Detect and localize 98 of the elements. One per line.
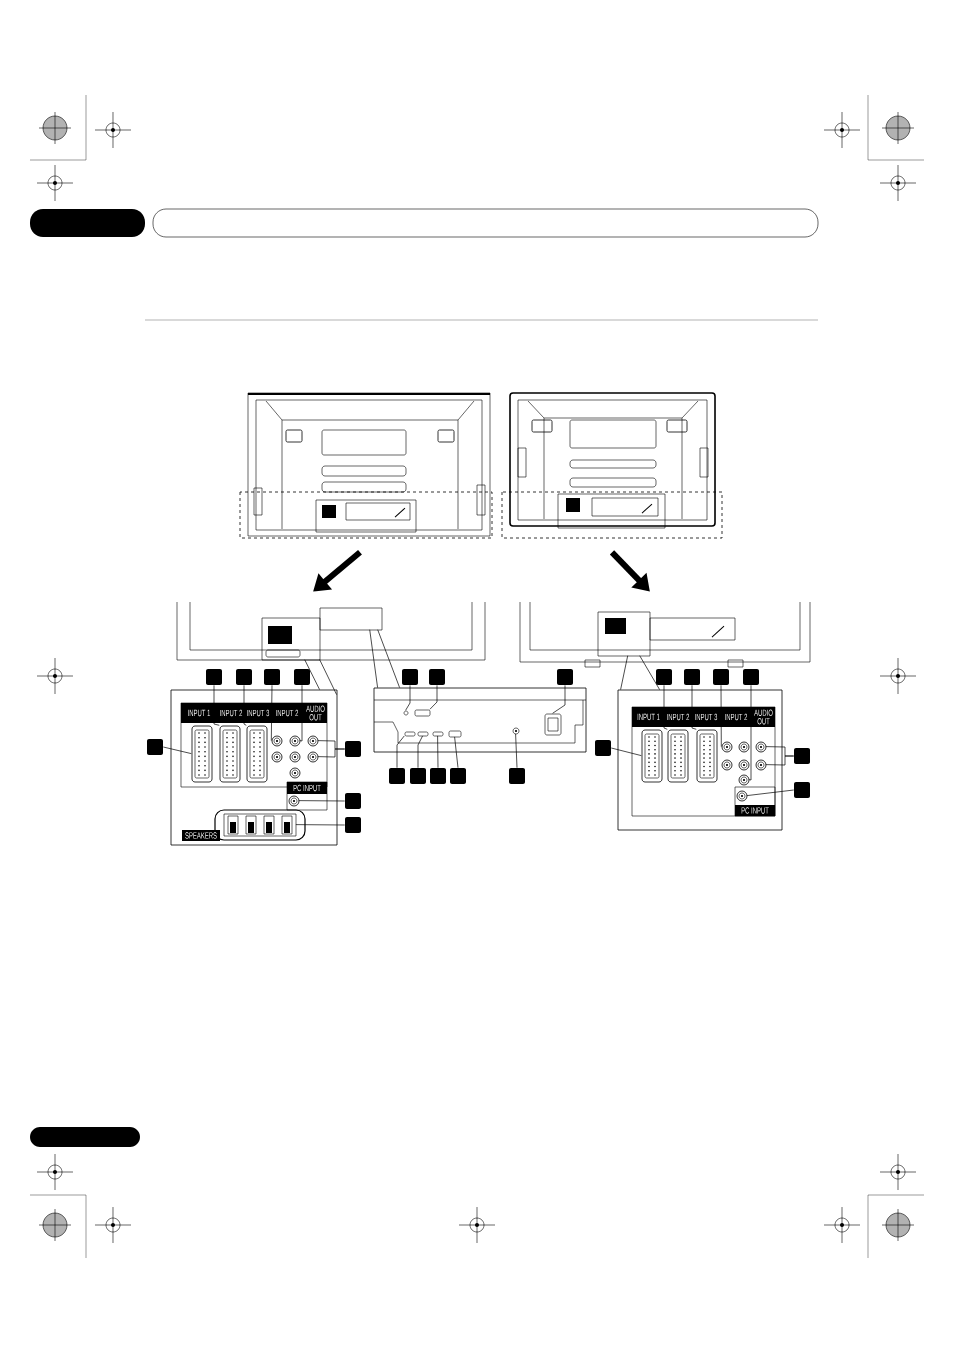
- callout-marker: [206, 669, 222, 685]
- callout-marker: [236, 669, 252, 685]
- terminal-panel: [170, 689, 338, 846]
- callout-marker: [743, 669, 759, 685]
- leader-line: [213, 684, 220, 726]
- tv-detail-drawing: [519, 601, 811, 668]
- callout-marker: [557, 669, 573, 685]
- zoom-line: [304, 659, 320, 690]
- panel-heading: AUDIO OUT: [306, 705, 325, 721]
- panel-heading: AUDIO OUT: [754, 709, 773, 725]
- callout-marker: [450, 768, 466, 784]
- callout-marker: [509, 768, 525, 784]
- scart-connector: [696, 729, 718, 783]
- rca-jack: [755, 741, 767, 753]
- callout-marker: [684, 669, 700, 685]
- leader-line: [437, 735, 439, 769]
- power-socket: [544, 713, 562, 736]
- leader-line: [748, 684, 752, 781]
- zoom-line: [369, 629, 378, 688]
- rca-jack: [755, 759, 767, 771]
- callout-marker: [294, 669, 310, 685]
- leader-line: [298, 800, 346, 802]
- scart-connector: [219, 725, 241, 783]
- port: [448, 730, 462, 738]
- leader-line: [396, 735, 405, 769]
- leader-line: [746, 789, 795, 796]
- tv-detail-drawing: [176, 601, 486, 661]
- panel-heading: INPUT 2: [276, 709, 299, 717]
- leader-line: [720, 684, 722, 747]
- port: [432, 731, 444, 737]
- leader-line: [765, 755, 795, 766]
- leader-line: [454, 736, 459, 769]
- callout-marker: [345, 793, 361, 809]
- callout-marker: [595, 740, 611, 756]
- scart-connector: [667, 729, 689, 783]
- callout-marker: [402, 669, 418, 685]
- callout-marker: [410, 768, 426, 784]
- callout-marker: [430, 768, 446, 784]
- zoom-line: [639, 655, 660, 690]
- speaker-terminal: [223, 813, 297, 837]
- panel-heading: INPUT 3: [695, 713, 718, 721]
- leader-line: [405, 684, 411, 711]
- panel-heading: SPEAKERS: [185, 832, 217, 839]
- jack: [512, 727, 520, 735]
- leader-line: [299, 684, 303, 742]
- tv-rear-drawing: [501, 392, 723, 539]
- leader-line: [162, 746, 192, 754]
- scart-connector: [246, 725, 268, 783]
- panel-heading: PC INPUT: [293, 784, 321, 792]
- zoom-line: [377, 629, 400, 688]
- panel-heading: INPUT 3: [247, 709, 270, 717]
- audio-jack: [288, 795, 300, 807]
- callout-marker: [713, 669, 729, 685]
- panel-heading: INPUT 2: [220, 709, 243, 717]
- tv-rear-drawing: [239, 392, 493, 539]
- panel-heading: INPUT 1: [637, 713, 660, 721]
- callout-marker: [794, 782, 810, 798]
- callout-marker: [345, 817, 361, 833]
- callout-marker: [656, 669, 672, 685]
- leader-line: [295, 824, 346, 826]
- rca-jack: [307, 735, 319, 747]
- panel-heading: INPUT 1: [188, 709, 211, 717]
- callout-marker: [389, 768, 405, 784]
- arrow: [313, 550, 362, 592]
- scart-connector: [641, 729, 663, 783]
- leader-line: [610, 747, 642, 756]
- serial-port: [414, 709, 431, 717]
- zoom-line: [319, 659, 337, 695]
- rca-jack: [721, 741, 733, 753]
- leader-line: [691, 684, 697, 730]
- panel-heading: PC INPUT: [741, 807, 769, 814]
- panel-heading: INPUT 2: [667, 713, 690, 721]
- rca-jack: [738, 774, 750, 786]
- rca-jack: [289, 735, 301, 747]
- rca-jack: [307, 751, 319, 763]
- leader-line: [515, 733, 518, 769]
- screw: [403, 710, 409, 716]
- leader-line: [429, 684, 438, 710]
- terminal-panel: [373, 687, 587, 753]
- port: [404, 731, 416, 737]
- callout-marker: [794, 748, 810, 764]
- callout-marker: [345, 741, 361, 757]
- callout-marker: [429, 669, 445, 685]
- leader-line: [317, 748, 346, 758]
- leader-line: [663, 684, 668, 730]
- callout-marker: [147, 739, 163, 755]
- terminal-panel: [617, 689, 783, 831]
- leader-line: [417, 735, 423, 769]
- scart-connector: [191, 725, 213, 783]
- audio-jack: [736, 790, 748, 802]
- zoom-line: [620, 655, 629, 690]
- callout-marker: [264, 669, 280, 685]
- leader-line: [243, 684, 247, 726]
- panel-heading: INPUT 2: [725, 713, 748, 721]
- leader-line: [552, 684, 566, 714]
- rca-jack: [271, 735, 283, 747]
- port: [417, 731, 429, 737]
- leader-line: [270, 684, 273, 741]
